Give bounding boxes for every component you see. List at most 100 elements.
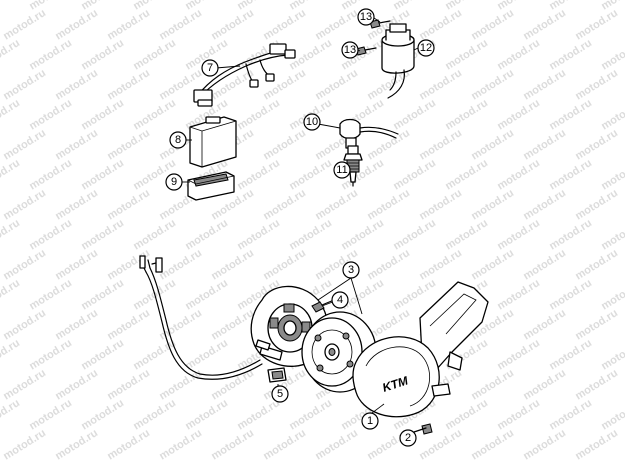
callout-2-label: 2 bbox=[405, 432, 411, 444]
watermark-text: motod.ru bbox=[1, 247, 48, 282]
watermark-text: motod.ru bbox=[79, 277, 126, 312]
watermark-text: motod.ru bbox=[287, 397, 334, 432]
watermark-text: motod.ru bbox=[547, 97, 594, 132]
callout-7-label: 7 bbox=[207, 62, 213, 74]
watermark-text: motod.ru bbox=[495, 217, 542, 252]
watermark-text: motod.ru bbox=[443, 97, 490, 132]
watermark-text: motod.ru bbox=[495, 97, 542, 132]
watermark-text: motod.ru bbox=[131, 217, 178, 252]
watermark-text: motod.ru bbox=[573, 427, 620, 462]
watermark-text: motod.ru bbox=[79, 397, 126, 432]
callout-13-upper-label: 13 bbox=[360, 11, 372, 23]
watermark-text: motod.ru bbox=[495, 157, 542, 192]
watermark-text: motod.ru bbox=[417, 7, 464, 42]
watermark-text: motod.ru bbox=[105, 427, 152, 462]
watermark-text: motod.ru bbox=[417, 187, 464, 222]
watermark-text: motod.ru bbox=[339, 217, 386, 252]
callout-10: 10 bbox=[303, 113, 321, 131]
callout-4-label: 4 bbox=[337, 294, 343, 306]
watermark-text: motod.ru bbox=[183, 277, 230, 312]
watermark-text: motod.ru bbox=[443, 157, 490, 192]
watermark-text: motod.ru bbox=[1, 7, 48, 42]
watermark-text: motod.ru bbox=[573, 67, 620, 102]
watermark-text: motod.ru bbox=[391, 97, 438, 132]
watermark-text: motod.ru bbox=[261, 427, 308, 462]
leader-lines bbox=[182, 17, 419, 417]
watermark-text: motod.ru bbox=[365, 127, 412, 162]
watermark-text: motod.ru bbox=[1, 367, 48, 402]
watermark-text: motod.ru bbox=[131, 97, 178, 132]
watermark-text: motod.ru bbox=[547, 337, 594, 372]
watermark-text: motod.ru bbox=[157, 7, 204, 42]
watermark-text: motod.ru bbox=[209, 7, 256, 42]
watermark-text: motod.ru bbox=[313, 187, 360, 222]
watermark-text: motod.ru bbox=[105, 67, 152, 102]
watermark-text: motod.ru bbox=[469, 127, 516, 162]
watermark-text: motod.ru bbox=[469, 247, 516, 282]
watermark-text: motod.ru bbox=[521, 67, 568, 102]
watermark-text: motod.ru bbox=[261, 187, 308, 222]
watermark-text: motod.ru bbox=[235, 217, 282, 252]
watermark-text: motod.ru bbox=[0, 217, 22, 252]
watermark-text: motod.ru bbox=[547, 217, 594, 252]
watermark-text: motod.ru bbox=[1, 67, 48, 102]
callout-7: 7 bbox=[201, 59, 219, 77]
watermark-text: motod.ru bbox=[287, 217, 334, 252]
watermark-text: motod.ru bbox=[573, 7, 620, 42]
callout-3: 3 bbox=[342, 261, 360, 279]
callout-10-label: 10 bbox=[306, 116, 318, 128]
watermark-text: motod.ru bbox=[105, 367, 152, 402]
watermark-text: motod.ru bbox=[105, 127, 152, 162]
watermark-text: motod.ru bbox=[443, 397, 490, 432]
watermark-text: motod.ru bbox=[469, 67, 516, 102]
callout-13-upper: 13 bbox=[357, 8, 375, 26]
watermark-text: motod.ru bbox=[521, 307, 568, 342]
callout-9: 9 bbox=[165, 173, 183, 191]
watermark-text: motod.ru bbox=[1, 127, 48, 162]
watermark-text: motod.ru bbox=[53, 427, 100, 462]
watermark-text: motod.ru bbox=[495, 397, 542, 432]
watermark-text: motod.ru bbox=[27, 277, 74, 312]
watermark-text: motod.ru bbox=[521, 187, 568, 222]
watermark-text: motod.ru bbox=[547, 157, 594, 192]
watermark-text: motod.ru bbox=[547, 397, 594, 432]
watermark-text: motod.ru bbox=[183, 217, 230, 252]
watermark-text: motod.ru bbox=[27, 397, 74, 432]
watermark-text: motod.ru bbox=[131, 37, 178, 72]
callout-9-label: 9 bbox=[171, 176, 177, 188]
callout-13-lower: 13 bbox=[341, 41, 359, 59]
callout-8: 8 bbox=[169, 131, 187, 149]
watermark-text: motod.ru bbox=[547, 37, 594, 72]
watermark-text: motod.ru bbox=[0, 0, 22, 13]
watermark-text: motod.ru bbox=[183, 397, 230, 432]
watermark-text: motod.ru bbox=[573, 127, 620, 162]
callout-12-label: 12 bbox=[420, 42, 432, 54]
watermark-text: motod.ru bbox=[391, 217, 438, 252]
watermark-text: motod.ru bbox=[79, 157, 126, 192]
watermark-text: motod.ru bbox=[469, 427, 516, 462]
callout-2: 2 bbox=[399, 429, 417, 447]
watermark-text: motod.ru bbox=[157, 247, 204, 282]
watermark-text: motod.ru bbox=[53, 367, 100, 402]
watermark-text: motod.ru bbox=[521, 367, 568, 402]
watermark-text: motod.ru bbox=[0, 97, 22, 132]
watermark-text: motod.ru bbox=[313, 7, 360, 42]
callout-4: 4 bbox=[331, 291, 349, 309]
watermark-text: motod.ru bbox=[443, 37, 490, 72]
watermark-text: motod.ru bbox=[27, 217, 74, 252]
watermark-text: motod.ru bbox=[573, 247, 620, 282]
cdi-rubber-holder bbox=[187, 171, 235, 201]
watermark-text: motod.ru bbox=[0, 337, 22, 372]
watermark-text: motod.ru bbox=[495, 37, 542, 72]
watermark-text: motod.ru bbox=[573, 367, 620, 402]
watermark-text: motod.ru bbox=[495, 337, 542, 372]
watermark-text: motod.ru bbox=[521, 7, 568, 42]
watermark-text: motod.ru bbox=[209, 247, 256, 282]
watermark-text: motod.ru bbox=[365, 247, 412, 282]
watermark-text: motod.ru bbox=[235, 157, 282, 192]
watermark-text: motod.ru bbox=[27, 37, 74, 72]
ignition-cover: KTM bbox=[352, 281, 489, 418]
watermark-text: motod.ru bbox=[365, 187, 412, 222]
